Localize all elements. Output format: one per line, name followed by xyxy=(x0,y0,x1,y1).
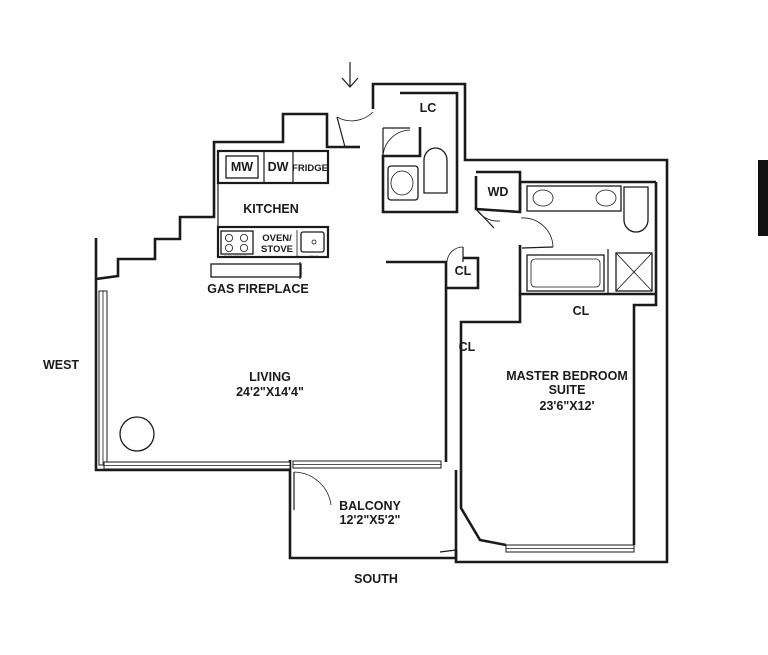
kitchen-label: KITCHEN xyxy=(243,202,299,216)
oven-stove-label: OVEN/STOVE xyxy=(261,233,293,255)
kitchen-area xyxy=(210,149,330,279)
west-label: WEST xyxy=(43,358,79,372)
living-closet-walls xyxy=(446,256,480,290)
oven-stove-small-label: OVEN/STOVE xyxy=(223,255,247,259)
closet-label-living: CL xyxy=(455,264,472,278)
windows xyxy=(98,290,635,553)
balcony-walls xyxy=(288,460,458,560)
powder-toilet xyxy=(423,147,448,194)
bedroom-east-wall xyxy=(632,182,658,545)
wd-closet-walls xyxy=(474,170,522,214)
cooktop xyxy=(220,230,254,255)
living-dimensions: 24'2"X14'4" xyxy=(236,385,304,399)
oven-stove-line: OVEN/ xyxy=(262,233,292,244)
microwave xyxy=(225,155,259,179)
lc-door xyxy=(382,129,411,157)
closet-door xyxy=(446,246,464,263)
round-table xyxy=(119,416,155,452)
labels: MW DW FRIDGE KITCHEN OVEN/STOVE OVEN/STO… xyxy=(43,101,628,586)
south-wall-living xyxy=(94,279,290,472)
wd-door xyxy=(475,208,495,229)
closet-label-bedroom: CL xyxy=(459,340,476,354)
master-bedroom-dimensions: 23'6"X12' xyxy=(540,399,595,413)
fridge-label: FRIDGE xyxy=(292,163,328,174)
entry-door xyxy=(336,116,346,148)
kitchen-sink xyxy=(300,231,325,253)
north-wall-entry xyxy=(371,82,669,564)
living-name: LIVING xyxy=(249,370,291,384)
master-bedroom-suite: SUITE xyxy=(549,383,586,397)
balcony-dimensions: 12'2"X5'2" xyxy=(340,513,401,527)
closet-label-bath: CL xyxy=(573,304,590,318)
living-bedroom-partition xyxy=(386,260,448,462)
lc-walls xyxy=(381,91,459,214)
exterior-walls xyxy=(94,82,669,564)
fireplace-label: GAS FIREPLACE xyxy=(207,282,308,296)
bathtub xyxy=(526,254,605,292)
dishwasher-label: DW xyxy=(268,160,289,174)
bath-fixtures xyxy=(387,147,653,294)
powder-sink xyxy=(387,165,419,201)
linen-closet-label: LC xyxy=(420,101,437,115)
doors xyxy=(293,111,554,553)
microwave-label: MW xyxy=(231,160,253,174)
bedroom-walls xyxy=(459,294,522,547)
balcony-name: BALCONY xyxy=(339,499,401,513)
north-wall-left xyxy=(94,112,345,281)
gas-fireplace xyxy=(210,263,302,278)
bath-door xyxy=(520,217,554,248)
interior-walls xyxy=(345,91,658,547)
master-bedroom-name: MASTER BEDROOM xyxy=(506,369,628,383)
washer-dryer-label: WD xyxy=(488,185,509,199)
sink-label: SINK xyxy=(310,255,319,259)
oven-stove-line: STOVE xyxy=(261,244,293,255)
master-toilet xyxy=(623,186,649,233)
edge-bar xyxy=(758,160,768,236)
south-label: SOUTH xyxy=(354,572,398,586)
